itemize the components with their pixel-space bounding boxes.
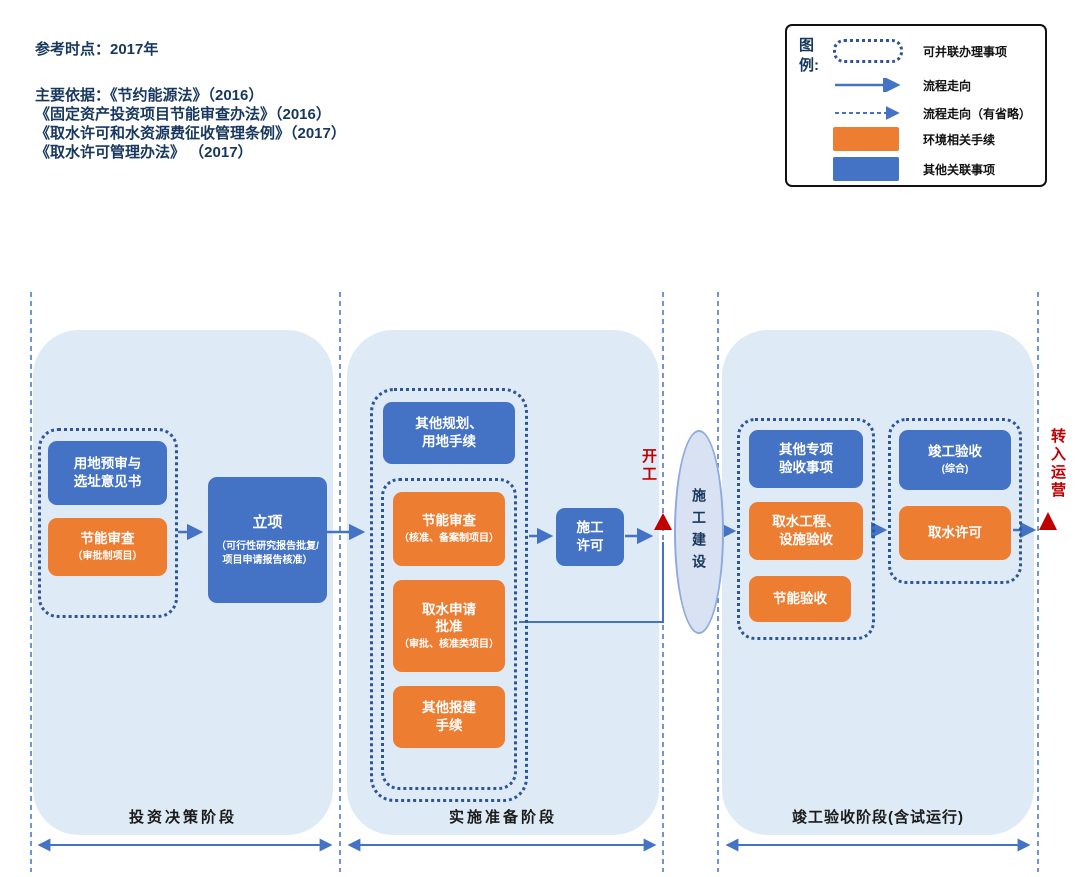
node-text: 节能验收 [773, 591, 827, 607]
node-subtext: （审批、核准类项目） [399, 638, 499, 650]
solid-arrow-icon [833, 78, 911, 92]
node-text: 施工 [576, 520, 604, 536]
node-construction-permit: 施工 许可 [556, 508, 624, 566]
construction-start-label: 开工 [640, 448, 657, 484]
node-project-initiation: 立项 （可行性研究报告批复/项目申请报告核准） [208, 477, 327, 603]
blue-box-icon [833, 157, 911, 181]
parallel-group-preparation-outer [370, 388, 528, 802]
node-water-permit: 取水许可 [899, 506, 1011, 560]
dashed-box-icon [833, 39, 911, 63]
legal-basis-line: 《固定资产投资项目节能审查办法》（2016） [35, 106, 331, 123]
legend-title: 图例: [799, 37, 819, 75]
legal-basis-line: 主要依据：《节约能源法》（2016） [35, 87, 264, 104]
node-subtext: (综合) [941, 464, 969, 476]
node-other-construction-procedures: 其他报建 手续 [393, 686, 505, 748]
node-text: 手续 [435, 718, 463, 733]
legend-item-other: 其他关联事项 [833, 156, 995, 182]
legend-label: 流程走向 [923, 78, 972, 93]
node-text: 施工建设 [691, 488, 707, 576]
node-text: 许可 [576, 538, 604, 553]
legend-item-flow: 流程走向 [833, 72, 971, 98]
phase-label-preparation: 实施准备阶段 [448, 809, 557, 826]
dashed-arrow-icon [833, 106, 911, 120]
node-text: 取水工程、 [772, 514, 840, 530]
node-text: 批准 [435, 619, 463, 635]
orange-box-icon [833, 127, 911, 151]
parallel-group-acceptance-right [888, 418, 1022, 584]
legend-label: 可并联办理事项 [923, 44, 1008, 59]
node-other-planning: 其他规划、 用地手续 [383, 402, 515, 464]
reference-date: 参考时点：2017年 [35, 41, 159, 58]
node-text: 取水申请 [422, 601, 476, 617]
parallel-group-investment [38, 428, 178, 618]
node-text: 其他规划、 [415, 416, 483, 432]
node-subtext: （核准、备案制项目） [399, 533, 499, 545]
legend-item-parallel: 可并联办理事项 [833, 38, 1007, 64]
to-operation-label: 转入运营 [1049, 428, 1066, 500]
legal-basis-line: 《取水许可管理办法》 （2017） [35, 144, 253, 161]
node-text: 选址意见书 [73, 474, 142, 489]
legal-basis-line: 《取水许可和水资源费征收管理条例》（2017） [35, 125, 346, 142]
node-energy-review-record: 节能审查 （核准、备案制项目） [393, 492, 505, 566]
node-text: 竣工验收 [928, 444, 982, 460]
parallel-group-acceptance-left [737, 418, 875, 640]
phase-label-acceptance: 竣工验收阶段(含试运行) [792, 809, 964, 826]
node-text: 节能审查 [422, 513, 476, 529]
node-text: 立项 [252, 513, 283, 531]
legend-box: 图例: 可并联办理事项 流程走向 流程走向（有省略） 环境相关手续 其他 [785, 24, 1047, 187]
node-text: 取水许可 [928, 525, 982, 541]
to-operation-triangle-icon [1039, 512, 1057, 530]
node-construction-phase: 施工建设 [674, 430, 724, 634]
node-text: 用地预审与 [73, 456, 142, 472]
node-text: 节能审查 [80, 531, 135, 547]
parallel-group-preparation-inner [381, 478, 517, 790]
legend-label: 其他关联事项 [923, 162, 996, 177]
node-other-special-acceptance: 其他专项 验收事项 [749, 430, 863, 488]
node-text: 其他报建 [422, 700, 476, 716]
legend-item-flow-omitted: 流程走向（有省略） [833, 100, 1031, 126]
legend-label: 流程走向（有省略） [923, 106, 1032, 121]
node-completion-acceptance: 竣工验收 (综合) [899, 430, 1011, 490]
legend-label: 环境相关手续 [923, 132, 996, 147]
node-text: 验收事项 [779, 460, 833, 475]
node-text: 其他专项 [779, 442, 833, 458]
node-text: 用地手续 [422, 434, 476, 449]
node-energy-acceptance: 节能验收 [749, 576, 851, 622]
node-water-application: 取水申请 批准 （审批、核准类项目） [393, 580, 505, 672]
node-water-facility-acceptance: 取水工程、 设施验收 [749, 502, 863, 560]
phase-label-investment: 投资决策阶段 [128, 809, 237, 826]
node-text: 设施验收 [779, 532, 833, 547]
node-land-prereview: 用地预审与 选址意见书 [48, 441, 167, 505]
node-subtext: （可行性研究报告批复/项目申请报告核准） [216, 541, 319, 566]
node-energy-review-approval: 节能审查 （审批制项目） [48, 518, 167, 576]
legend-item-environment: 环境相关手续 [833, 126, 995, 152]
node-subtext: （审批制项目） [72, 551, 143, 563]
